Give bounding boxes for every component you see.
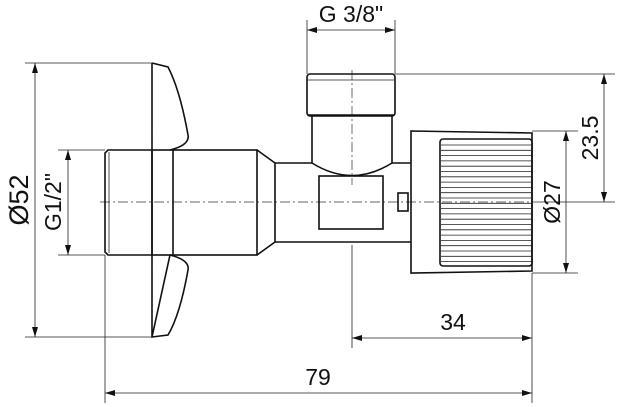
dimension-lines — [25, 20, 615, 403]
pin — [397, 192, 409, 212]
wall-flange — [150, 62, 189, 338]
flange-diameter-label: Ø52 — [4, 174, 34, 225]
outlet-to-knob-label: 34 — [440, 309, 466, 335]
valve-body — [151, 149, 258, 256]
knob-ribs — [439, 138, 533, 267]
square-boss — [318, 175, 384, 230]
valve-knob — [410, 130, 533, 274]
outlet-height-label: 23.5 — [577, 116, 603, 161]
inlet-thread — [104, 149, 152, 256]
inlet-thread-label: G1/2" — [40, 173, 66, 231]
outlet-thread — [306, 73, 396, 117]
body-neck — [275, 162, 411, 243]
body-cone — [256, 149, 276, 256]
outlet-thread-label: G 3/8" — [319, 1, 383, 27]
overall-length-label: 79 — [305, 364, 331, 390]
knob-diameter-label: Ø27 — [539, 180, 565, 223]
